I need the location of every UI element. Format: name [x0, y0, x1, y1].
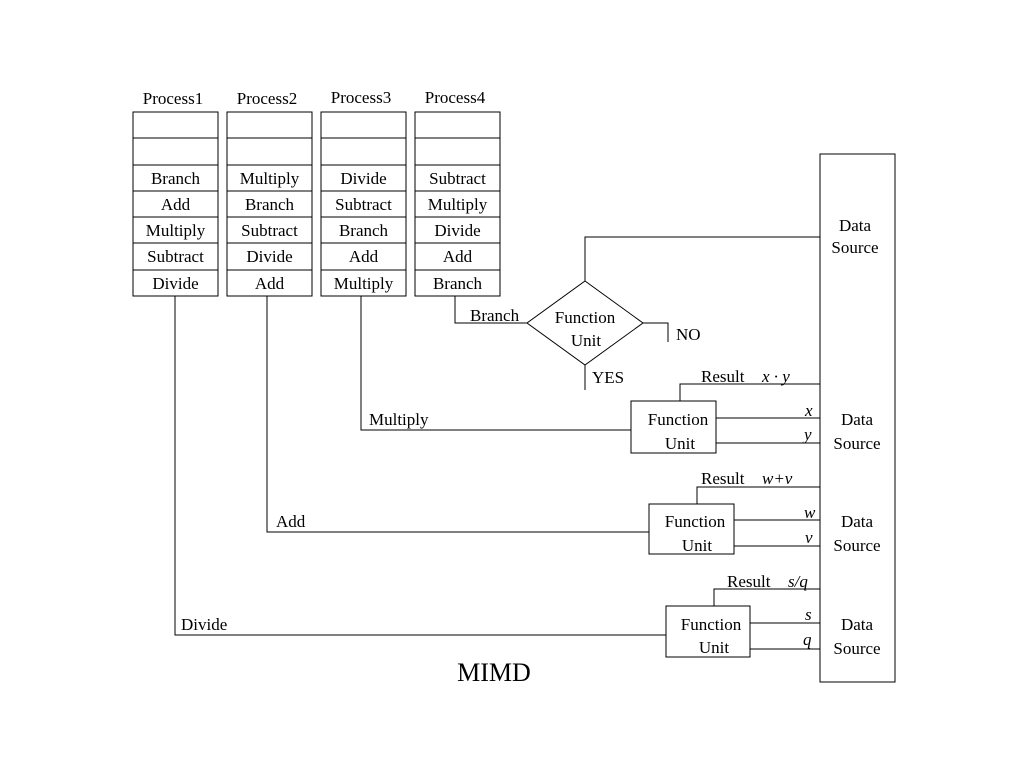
branch-data-connector	[584, 236, 820, 281]
divide-result-prefix: Result	[727, 572, 771, 591]
branch-no-connector	[643, 322, 669, 342]
process-2-instr-3: Subtract	[241, 221, 298, 240]
data-source-1-line1: Data	[839, 216, 872, 235]
add-result-prefix: Result	[701, 469, 745, 488]
process-3-instr-2: Subtract	[335, 195, 392, 214]
process-1-instr-5: Divide	[152, 274, 198, 293]
multiply-input-y-label: y	[802, 425, 812, 444]
diagram-title: MIMD	[457, 658, 531, 687]
process-1-instr-2: Add	[161, 195, 191, 214]
data-source-4: Data Source	[833, 615, 880, 658]
process-4-instr-4: Add	[443, 247, 473, 266]
data-source-3: Data Source	[833, 512, 880, 555]
process-1: Process1 Branch Add Multiply Subtract Di…	[132, 89, 219, 297]
multiply-result-connector	[679, 383, 820, 401]
process-2: Process2 Multiply Branch Subtract Divide…	[226, 89, 313, 297]
process-3-title: Process3	[331, 88, 391, 107]
data-source-4-line2: Source	[833, 639, 880, 658]
data-source-2-line1: Data	[841, 410, 874, 429]
process-1-instr-4: Subtract	[147, 247, 204, 266]
branch-input-label: Branch	[470, 306, 520, 325]
process-2-title: Process2	[237, 89, 297, 108]
process-2-queue	[226, 111, 313, 297]
process-4-queue	[414, 111, 501, 297]
divide-unit-box	[665, 605, 751, 658]
data-source-1: Data Source	[831, 216, 878, 257]
branch-yes-label: YES	[592, 368, 624, 387]
process-3: Process3 Divide Subtract Branch Add Mult…	[320, 88, 407, 297]
branch-no-label: NO	[676, 325, 701, 344]
add-result-expr: w+v	[762, 469, 793, 488]
add-input-v-label: v	[805, 528, 813, 547]
process-4: Process4 Subtract Multiply Divide Add Br…	[414, 88, 501, 297]
process-2-instr-1: Multiply	[240, 169, 300, 188]
divide-unit-line2: Unit	[699, 638, 730, 657]
add-unit-box	[648, 503, 735, 555]
multiply-function-unit: Multiply Function Unit Result x · y x y	[360, 296, 820, 454]
branch-unit-line1: Function	[555, 308, 616, 327]
divide-result-connector	[713, 588, 820, 606]
multiply-unit-box	[630, 400, 717, 454]
add-unit-line1: Function	[665, 512, 726, 531]
branch-connector	[454, 296, 527, 324]
multiply-result-expr: x · y	[761, 367, 790, 386]
multiply-unit-line1: Function	[648, 410, 709, 429]
process-1-instr-3: Multiply	[146, 221, 206, 240]
multiply-result-prefix: Result	[701, 367, 745, 386]
process-3-instr-5: Multiply	[334, 274, 394, 293]
add-input-label: Add	[276, 512, 306, 531]
multiply-connector	[360, 296, 631, 431]
multiply-unit-line2: Unit	[665, 434, 696, 453]
process-3-instr-3: Branch	[339, 221, 389, 240]
process-4-title: Process4	[425, 88, 486, 107]
divide-connector	[174, 296, 666, 636]
divide-input-q-label: q	[803, 630, 812, 649]
process-4-instr-2: Multiply	[428, 195, 488, 214]
process-2-instr-5: Add	[255, 274, 285, 293]
process-1-queue	[132, 111, 219, 297]
process-4-instr-3: Divide	[434, 221, 480, 240]
process-3-instr-4: Add	[349, 247, 379, 266]
process-2-instr-2: Branch	[245, 195, 295, 214]
divide-input-label: Divide	[181, 615, 227, 634]
branch-function-unit: Branch Function Unit NO YES	[454, 236, 820, 390]
process-1-instr-1: Branch	[151, 169, 201, 188]
process-2-instr-4: Divide	[246, 247, 292, 266]
multiply-input-x-label: x	[804, 401, 813, 420]
add-unit-line2: Unit	[682, 536, 713, 555]
add-function-unit: Add Function Unit Result w+v w v	[266, 296, 820, 555]
data-source-3-line2: Source	[833, 536, 880, 555]
divide-function-unit: Divide Function Unit Result s/q s q	[174, 296, 820, 658]
process-3-instr-1: Divide	[340, 169, 386, 188]
add-connector	[266, 296, 649, 533]
branch-unit-line2: Unit	[571, 331, 602, 350]
data-source-3-line1: Data	[841, 512, 874, 531]
data-source-2-line2: Source	[833, 434, 880, 453]
data-source-1-line2: Source	[831, 238, 878, 257]
add-input-w-label: w	[804, 503, 816, 522]
process-1-title: Process1	[143, 89, 203, 108]
data-source-column	[819, 153, 896, 683]
process-4-instr-5: Branch	[433, 274, 483, 293]
process-4-instr-1: Subtract	[429, 169, 486, 188]
process-3-queue	[320, 111, 407, 297]
divide-result-expr: s/q	[788, 572, 808, 591]
data-source-2: Data Source	[833, 410, 880, 453]
divide-input-s-label: s	[805, 605, 812, 624]
multiply-input-label: Multiply	[369, 410, 429, 429]
divide-unit-line1: Function	[681, 615, 742, 634]
data-source-4-line1: Data	[841, 615, 874, 634]
add-result-connector	[696, 486, 820, 504]
